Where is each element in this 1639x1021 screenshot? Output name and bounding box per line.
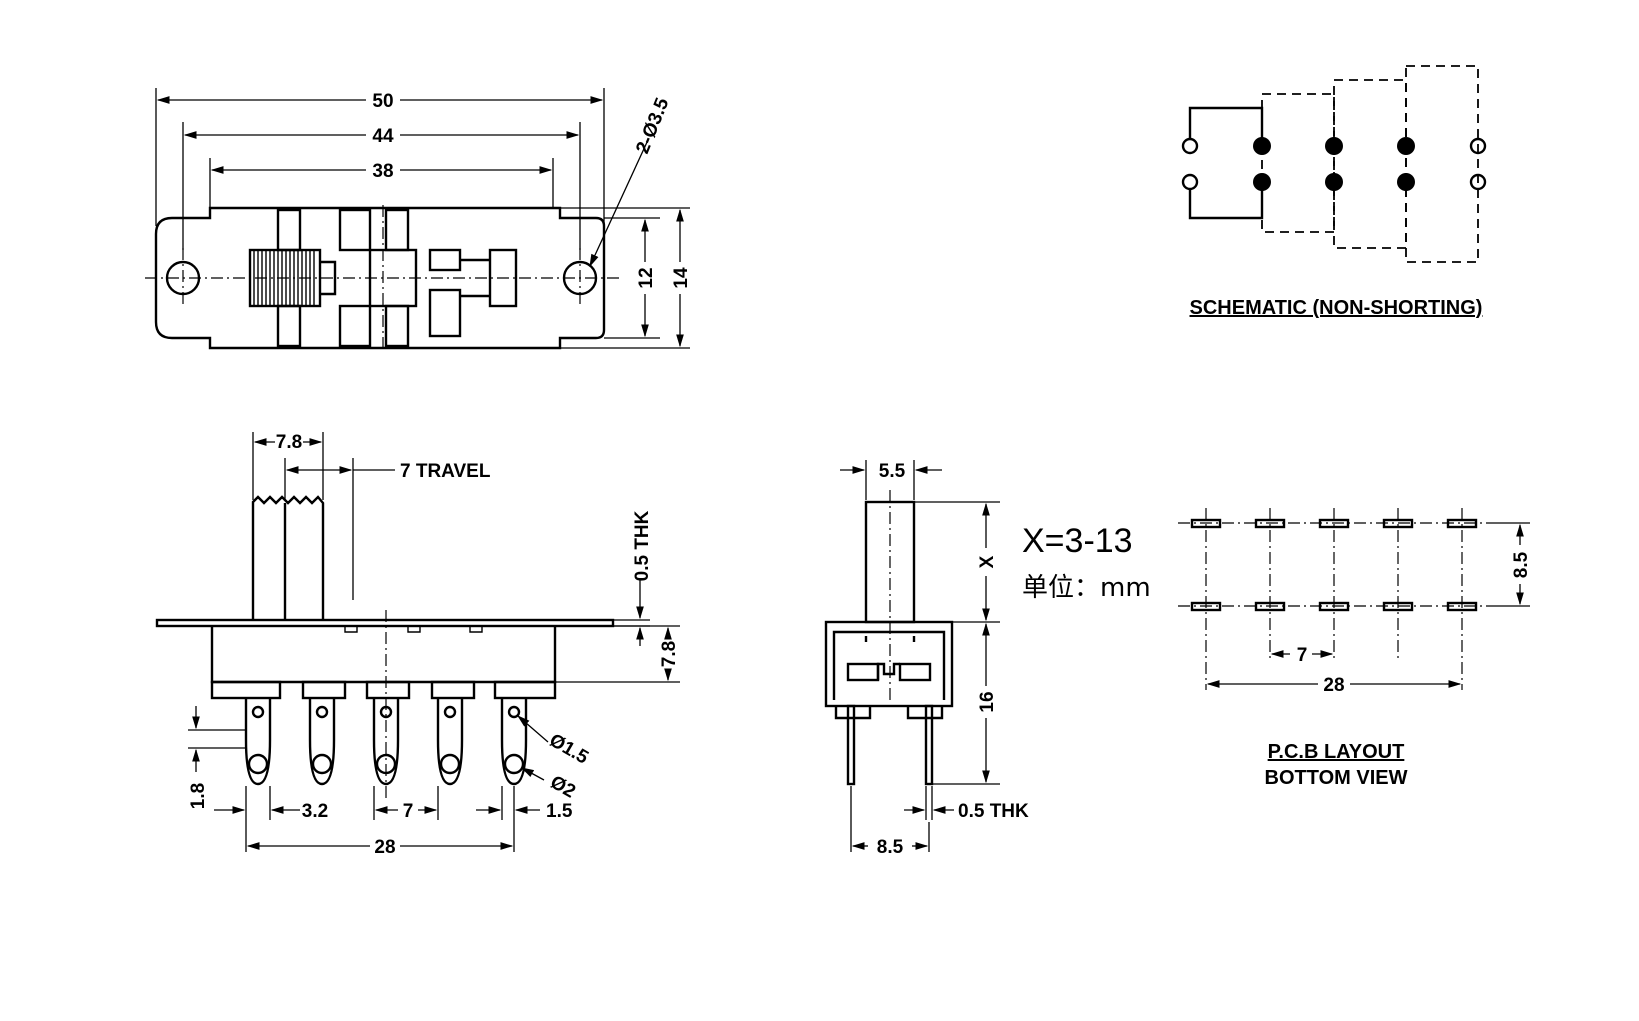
dim-holes: 2-Ø3.5 — [589, 95, 674, 268]
dim-38-label: 38 — [372, 161, 393, 182]
dim-50-label: 50 — [372, 91, 393, 112]
dim-14: 14 — [560, 207, 692, 349]
dim-pin-length-label: 1.8 — [188, 783, 209, 809]
dim-knob-width: 7.8 — [252, 432, 324, 500]
dim-pin-row: 3.2 7 1.5 — [214, 786, 573, 852]
dim-44-label: 44 — [372, 126, 394, 147]
terminal-filled — [1325, 137, 1343, 155]
dim-plate-thk-label: 0.5 THK — [632, 510, 653, 581]
dim-travel-label: 7 TRAVEL — [400, 461, 491, 482]
x-range-note: X=3-13 — [1022, 522, 1133, 560]
dim-side-pin-spacing: 8.5 — [850, 786, 930, 858]
front-view: 7.8 7 TRAVEL 0.5 THK 7.8 — [155, 432, 680, 858]
dim-pin-length: 1.8 — [188, 706, 245, 809]
dim-38: 38 — [209, 158, 554, 208]
terminal-open — [1469, 173, 1487, 191]
front-body — [210, 626, 557, 684]
dim-knob-label: 7.8 — [276, 432, 302, 453]
dim-pin-width-label: 1.5 — [546, 801, 573, 822]
schematic-link-bottom — [1188, 182, 1264, 220]
dim-pcb-row: 8.5 — [1490, 522, 1532, 607]
front-pins — [244, 610, 528, 800]
dim-side-knob-label: 5.5 — [879, 461, 906, 482]
dim-body-height: 7.8 — [555, 625, 680, 683]
dim-pcb-pitch: 7 — [1270, 645, 1334, 666]
dim-side-height-label: 16 — [977, 691, 998, 712]
dim-pin-hole-small-label: Ø1.5 — [546, 730, 593, 769]
side-body — [824, 620, 954, 708]
pcb-centerlines — [1178, 508, 1490, 690]
front-knob — [251, 495, 325, 620]
dim-pcb-row-label: 8.5 — [1511, 551, 1532, 578]
terminal-filled — [1253, 173, 1271, 191]
dim-pcb-pitch-label: 7 — [1297, 645, 1308, 666]
pcb-caption-line1: P.C.B LAYOUT — [1268, 741, 1405, 763]
schematic-link-top — [1188, 106, 1264, 144]
dim-side-knob-width: 5.5 — [840, 460, 942, 500]
terminal-filled — [1253, 137, 1271, 155]
terminal-open — [1469, 137, 1487, 155]
dim-pcb-span: 28 — [1206, 675, 1462, 696]
dim-44: 44 — [182, 122, 581, 250]
schematic-box-2 — [1333, 79, 1407, 249]
dim-pin-holes: Ø1.5 Ø2 — [517, 715, 593, 803]
dim-travel: 7 TRAVEL — [284, 458, 491, 600]
dim-pin-thk: 0.5 THK — [904, 786, 1029, 822]
dim-pin-span-label: 28 — [374, 837, 395, 858]
schematic-box-1 — [1261, 93, 1335, 233]
dim-x: X — [914, 501, 1000, 623]
dim-x-label: X — [977, 555, 998, 568]
top-view-outline — [154, 206, 606, 350]
dim-pin-hole-big-label: Ø2 — [547, 772, 579, 803]
terminal-filled — [1397, 173, 1415, 191]
dim-pin-thk-label: 0.5 THK — [958, 801, 1029, 822]
side-pin-left — [846, 704, 856, 786]
schematic: SCHEMATIC (NON-SHORTING) — [1181, 65, 1487, 319]
terminal-filled — [1397, 137, 1415, 155]
pcb-layout: 8.5 7 28 P.C.B LAYOUT BOTTOM VIEW — [1178, 508, 1532, 789]
side-pin-right — [924, 704, 934, 786]
terminal-open — [1181, 173, 1199, 191]
side-view: 5.5 X 16 0.5 THK — [824, 460, 1151, 858]
dim-holes-label: 2-Ø3.5 — [632, 95, 673, 157]
schematic-box-3 — [1405, 65, 1479, 263]
dim-12-label: 12 — [636, 267, 657, 288]
dim-12: 12 — [604, 217, 660, 339]
dim-pin-pitch-label: 7 — [403, 801, 414, 822]
terminal-open — [1181, 137, 1199, 155]
schematic-caption: SCHEMATIC (NON-SHORTING) — [1190, 297, 1483, 319]
top-view: 50 44 38 2-Ø3.5 12 — [145, 88, 692, 350]
dim-pin-span: 28 — [246, 837, 514, 858]
front-pin-bases — [210, 680, 557, 700]
terminal-filled — [1325, 173, 1343, 191]
front-plate — [155, 618, 615, 628]
dim-14-label: 14 — [671, 267, 692, 289]
dim-pcb-span-label: 28 — [1323, 675, 1344, 696]
dim-side-pin-spacing-label: 8.5 — [877, 837, 904, 858]
dim-body-height-label: 7.8 — [659, 641, 680, 667]
dim-pin-first-label: 3.2 — [302, 801, 328, 822]
dim-50: 50 — [155, 88, 605, 226]
dim-side-height: 16 — [932, 622, 1000, 785]
top-view-slots — [276, 208, 518, 348]
unit-note: 单位：mm — [1022, 573, 1151, 603]
pcb-caption-line2: BOTTOM VIEW — [1265, 767, 1408, 789]
